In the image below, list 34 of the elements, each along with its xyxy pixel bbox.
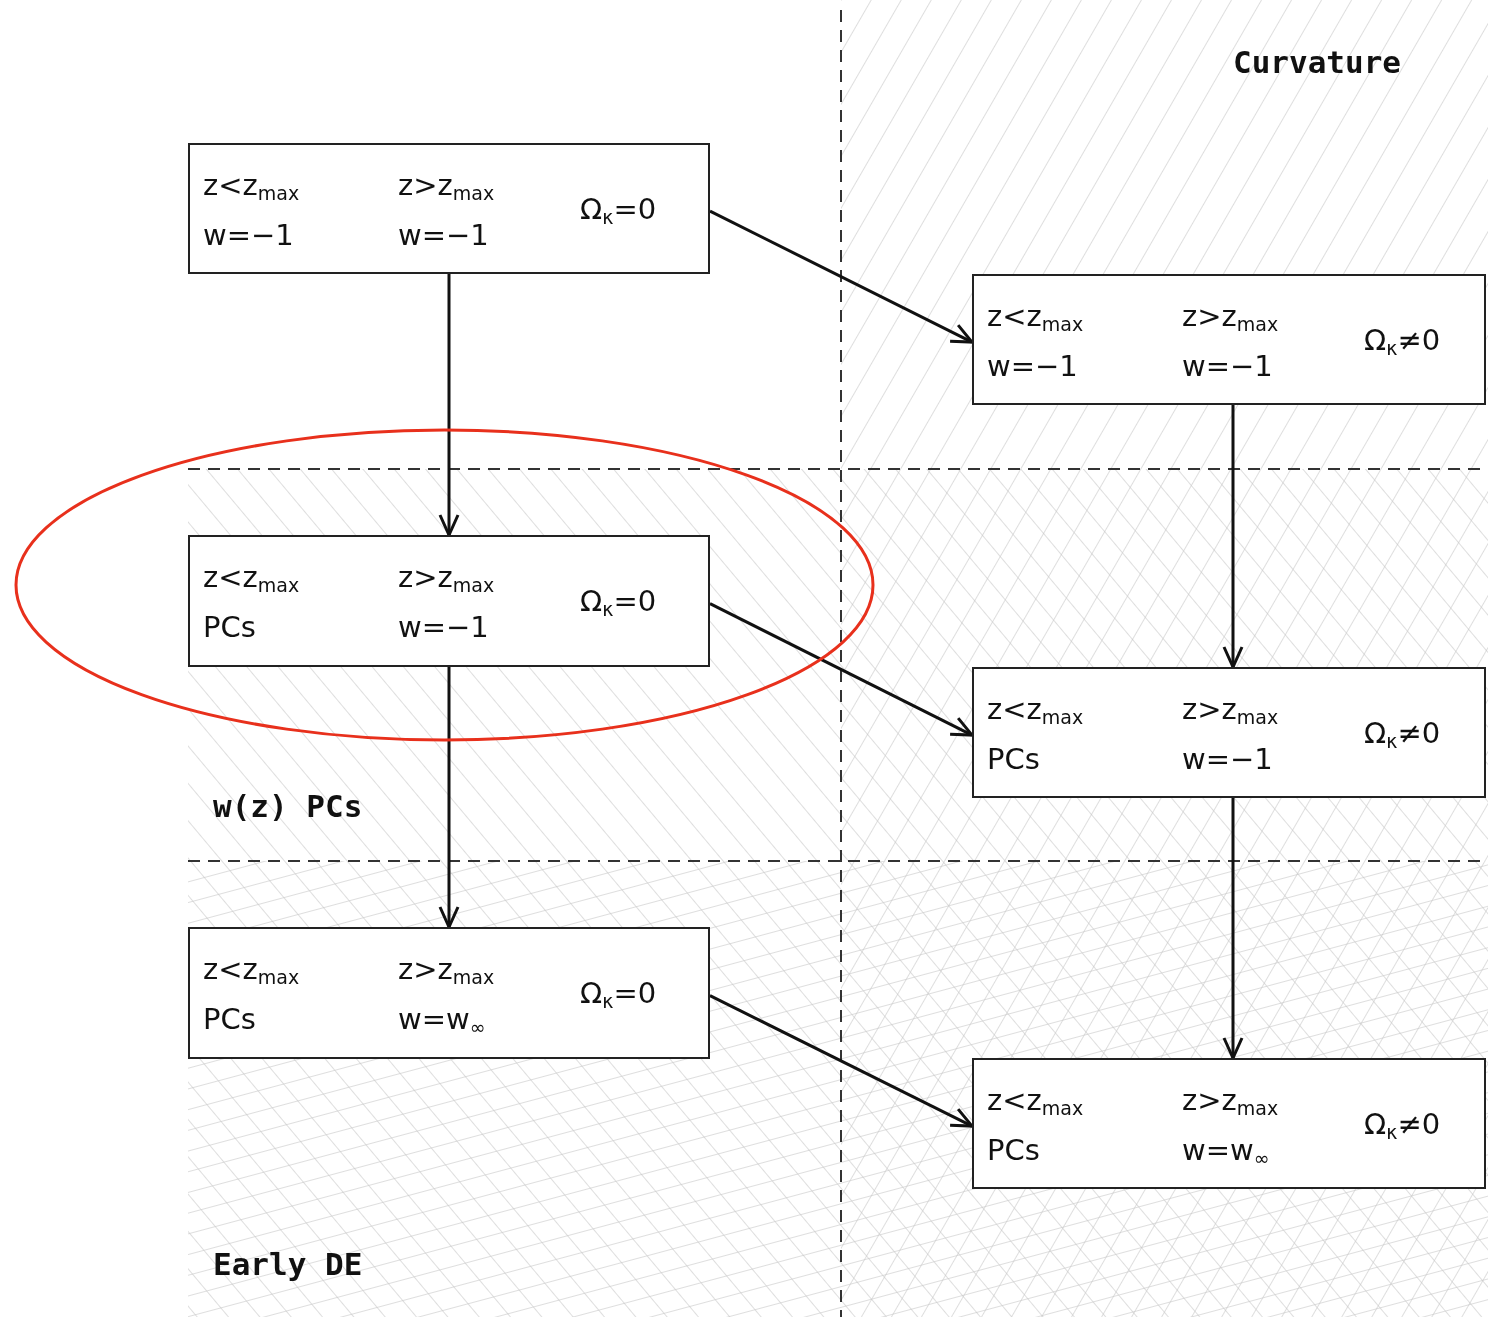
- box-text: z>z$_{max}$ w=−1: [398, 167, 495, 254]
- box-text: Ω$_{κ}$≠0: [1364, 322, 1441, 361]
- region-label: w(z) PCs: [213, 788, 363, 824]
- arrow: [709, 994, 974, 1128]
- region-label: Early DE: [213, 1246, 363, 1282]
- arrow: [438, 667, 460, 929]
- arrow: [1222, 798, 1244, 1060]
- box-text: Ω$_{κ}$=0: [580, 191, 657, 230]
- box-text: z<z$_{max}$ PCs: [203, 951, 300, 1038]
- box-text: Ω$_{κ}$=0: [580, 975, 657, 1014]
- box-text: Ω$_{κ}$≠0: [1364, 715, 1441, 754]
- box-text: z>z$_{max}$ w=−1: [398, 559, 495, 646]
- arrow: [709, 209, 974, 344]
- state-box: [188, 143, 710, 274]
- state-box: [188, 535, 710, 667]
- box-text: z<z$_{max}$ w=−1: [987, 298, 1084, 385]
- box-text: z<z$_{max}$ PCs: [203, 559, 300, 646]
- arrow: [1222, 405, 1244, 669]
- box-text: z<z$_{max}$ PCs: [987, 691, 1084, 778]
- region-label: Curvature: [1233, 44, 1401, 80]
- state-box: [972, 667, 1486, 798]
- box-text: z<z$_{max}$ w=−1: [203, 167, 300, 254]
- box-text: z<z$_{max}$ PCs: [987, 1082, 1084, 1169]
- box-text: z>z$_{max}$ w=−1: [1182, 298, 1279, 385]
- arrow: [709, 602, 974, 737]
- box-text: z>z$_{max}$ w=w$_{∞}$: [398, 951, 495, 1040]
- box-text: Ω$_{κ}$=0: [580, 583, 657, 622]
- arrow: [438, 274, 460, 537]
- box-text: z>z$_{max}$ w=−1: [1182, 691, 1279, 778]
- state-box: [188, 927, 710, 1059]
- box-text: z>z$_{max}$ w=w$_{∞}$: [1182, 1082, 1279, 1171]
- box-text: Ω$_{κ}$≠0: [1364, 1106, 1441, 1145]
- state-box: [972, 1058, 1486, 1189]
- state-box: [972, 274, 1486, 405]
